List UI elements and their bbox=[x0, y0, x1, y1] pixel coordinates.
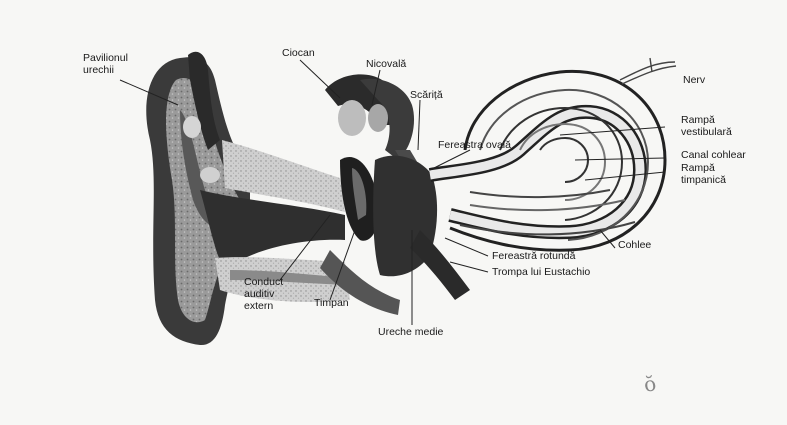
label-scarita: Scăriță bbox=[410, 89, 443, 101]
label-rampa-vestibulara: Rampă vestibulară bbox=[681, 114, 732, 138]
label-line: Rampă bbox=[681, 114, 732, 126]
nerve-illustration bbox=[620, 58, 676, 84]
label-line: vestibulară bbox=[681, 126, 732, 138]
label-cohlee: Cohlee bbox=[618, 239, 651, 251]
label-line: Pavilionul bbox=[83, 52, 128, 64]
label-rampa-timpanica: Rampă timpanică bbox=[681, 162, 726, 186]
label-nerv: Nerv bbox=[683, 74, 705, 86]
label-trompa-lui-eustachio: Trompa lui Eustachio bbox=[492, 266, 590, 278]
cochlea-illustration bbox=[430, 71, 665, 250]
label-nicovala: Nicovală bbox=[366, 58, 406, 70]
label-ciocan: Ciocan bbox=[282, 47, 315, 59]
label-line: Conduct bbox=[244, 276, 283, 288]
label-line: Rampă bbox=[681, 162, 726, 174]
label-canal-cohlear: Canal cohlear bbox=[681, 149, 746, 161]
label-line: timpanică bbox=[681, 174, 726, 186]
label-fereastra-rotunda: Fereastră rotundă bbox=[492, 250, 575, 262]
label-line: urechii bbox=[83, 64, 128, 76]
label-line: extern bbox=[244, 300, 283, 312]
label-timpan: Timpan bbox=[314, 297, 349, 309]
label-conduct-auditiv-extern: Conduct auditiv extern bbox=[244, 276, 283, 312]
label-fereastra-ovala: Fereastra ovală bbox=[438, 139, 511, 151]
label-ureche-medie: Ureche medie bbox=[378, 326, 443, 338]
label-line: auditiv bbox=[244, 288, 283, 300]
label-pavilionul-urechii: Pavilionul urechii bbox=[83, 52, 128, 76]
